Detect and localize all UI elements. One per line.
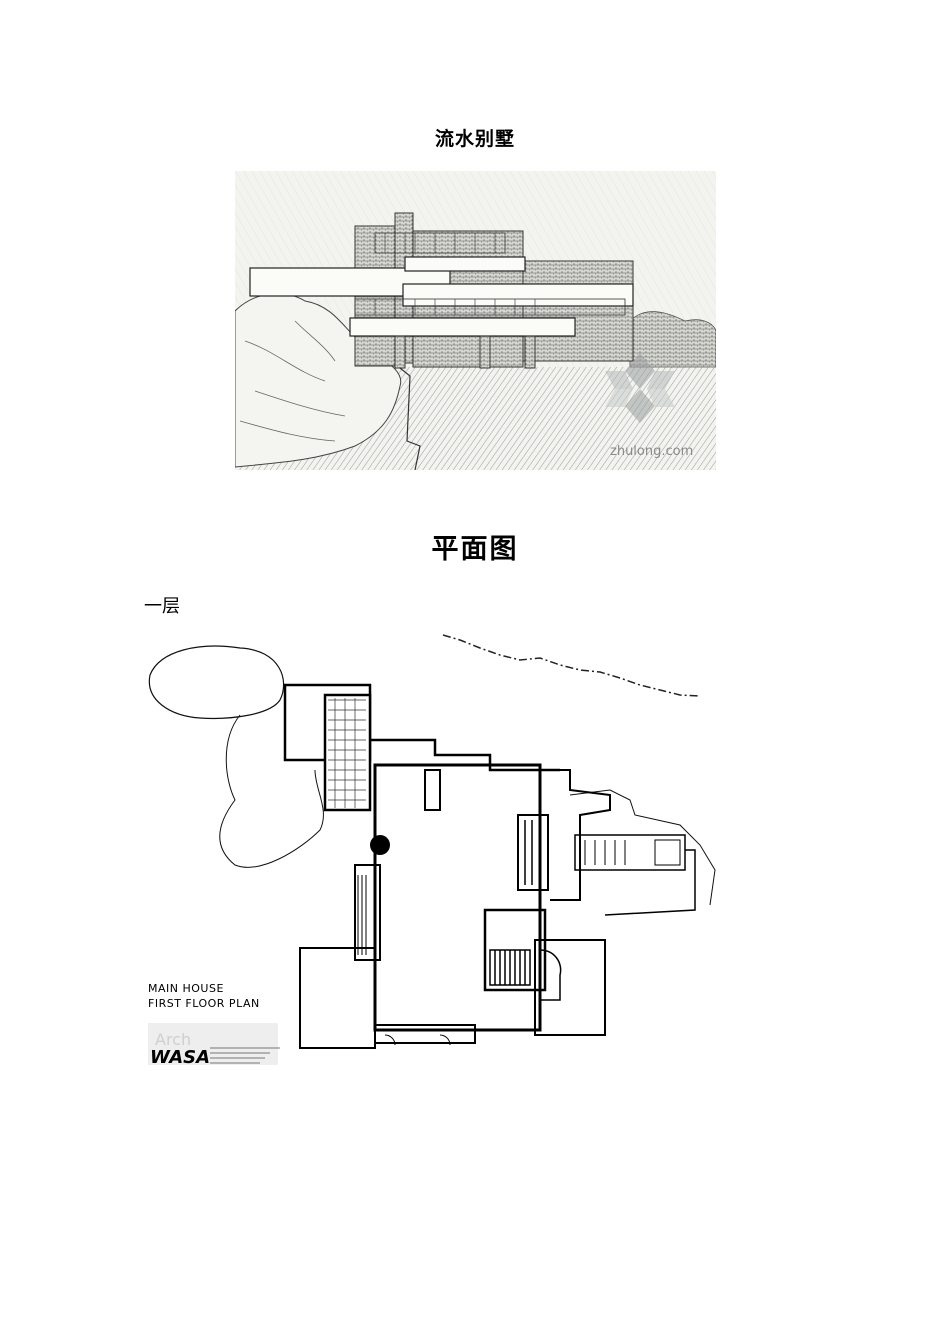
floor-plan-drawing: MAIN HOUSE FIRST FLOOR PLAN Arch WASA xyxy=(148,634,716,1068)
watermark-text: zhulong.com xyxy=(610,444,693,459)
plan-caption-line2: FIRST FLOOR PLAN xyxy=(148,997,260,1010)
plan-credit-text: Arch xyxy=(155,1030,191,1049)
floor-label: 一层 xyxy=(144,596,180,617)
document-title: 流水别墅 xyxy=(434,128,515,150)
watermark-logo xyxy=(605,353,675,423)
section-heading: 平面图 xyxy=(431,534,519,565)
boulder-outline xyxy=(148,645,285,719)
plan-logo: WASA xyxy=(150,1047,210,1068)
plan-caption-line1: MAIN HOUSE xyxy=(148,982,224,995)
elevation-drawing: zhulong.com xyxy=(235,171,716,470)
